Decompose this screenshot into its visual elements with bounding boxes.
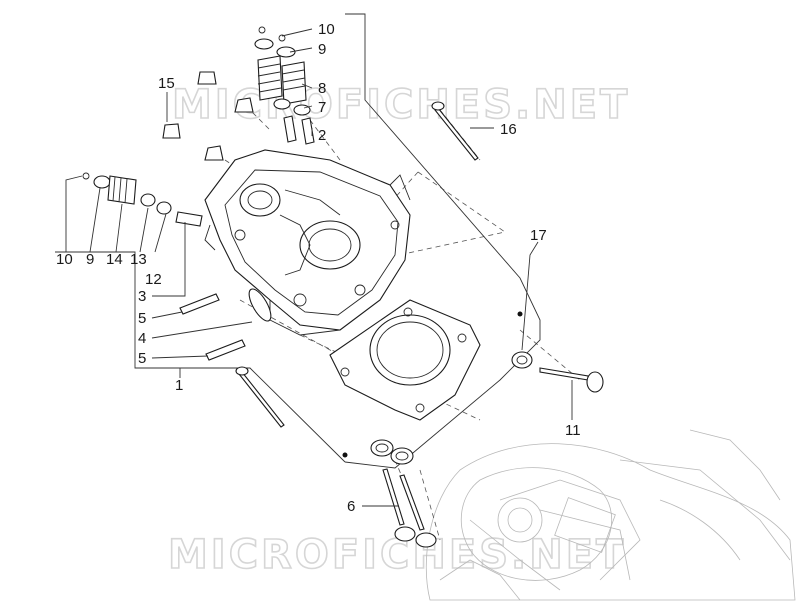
bracket-dot	[517, 311, 523, 317]
callout-15: 15	[158, 75, 175, 92]
callout-2: 2	[318, 127, 326, 144]
callout-13: 13	[130, 251, 147, 268]
callout-1: 1	[175, 377, 183, 394]
assembly-bracket	[55, 13, 541, 469]
bolt-head	[235, 366, 285, 428]
exhaust-seal-ring	[511, 351, 533, 369]
callout-12: 12	[145, 271, 162, 288]
head-gasket	[329, 299, 481, 421]
callout-5-lower: 5	[138, 350, 146, 367]
valves-intake	[382, 468, 437, 548]
callout-6: 6	[347, 498, 355, 515]
callout-8: 8	[318, 80, 326, 97]
valve-caps	[162, 71, 254, 161]
bracket-dot	[342, 452, 348, 458]
o-ring	[248, 288, 272, 322]
callout-10-top: 10	[318, 21, 335, 38]
callout-5-upper: 5	[138, 310, 146, 327]
callout-labels: 10 9 8 7 2 15 16 10 9 14 13 12 3 5 4 5 1…	[56, 21, 581, 515]
callout-17: 17	[530, 227, 547, 244]
leader-lines	[65, 28, 573, 507]
valve-exhaust	[539, 367, 604, 393]
dowel-pins	[179, 293, 246, 361]
valve-spring-stack-left	[82, 172, 203, 227]
callout-9-top: 9	[318, 41, 326, 58]
callout-4: 4	[138, 330, 146, 347]
callout-14: 14	[106, 251, 123, 268]
callout-10-left: 10	[56, 251, 73, 268]
callout-9-left: 9	[86, 251, 94, 268]
engine-crankcase-outline	[425, 429, 796, 601]
callout-11: 11	[565, 422, 581, 439]
watermark-bottom: MICROFICHES.NET	[168, 532, 626, 578]
cylinder-head	[204, 149, 411, 336]
bolt-long	[431, 101, 479, 161]
callout-7: 7	[318, 99, 326, 116]
callout-16: 16	[500, 121, 517, 138]
callout-3: 3	[138, 288, 146, 305]
valve-seat-rings	[370, 439, 414, 465]
valve-spring-stack-top	[254, 26, 315, 145]
